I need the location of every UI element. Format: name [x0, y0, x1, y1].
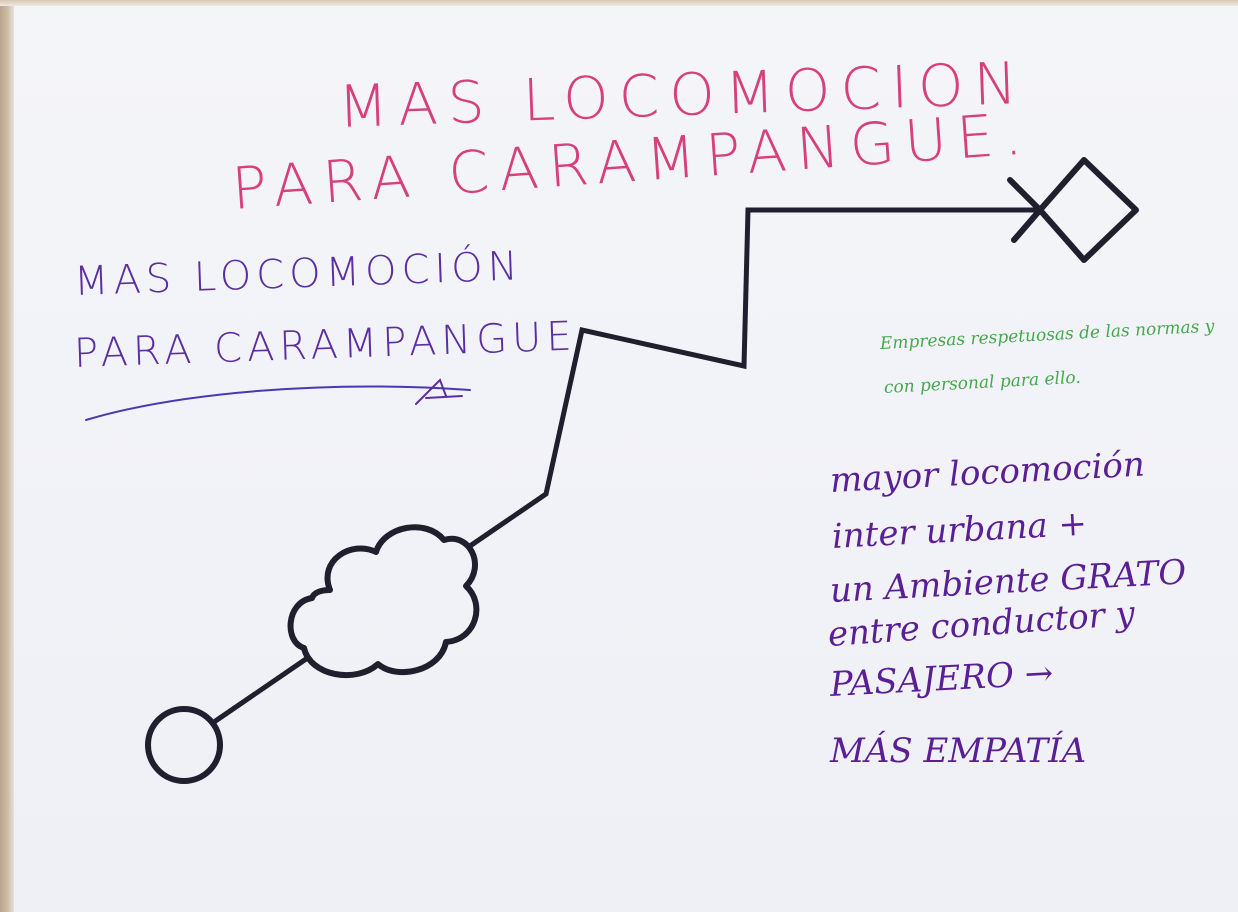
diamond-goal-icon [1037, 157, 1139, 263]
purple-note-line-6: MÁS EMPATÍA [830, 731, 1087, 771]
path-segment-start [211, 656, 309, 725]
circle-start-icon [145, 706, 223, 784]
cloud-icon [287, 524, 480, 679]
title-underline [85, 385, 471, 421]
paper-top-edge [0, 0, 1238, 6]
paper-left-edge [0, 0, 14, 912]
title-small-arrow [415, 378, 463, 405]
path-segment-stairs [467, 207, 1043, 549]
